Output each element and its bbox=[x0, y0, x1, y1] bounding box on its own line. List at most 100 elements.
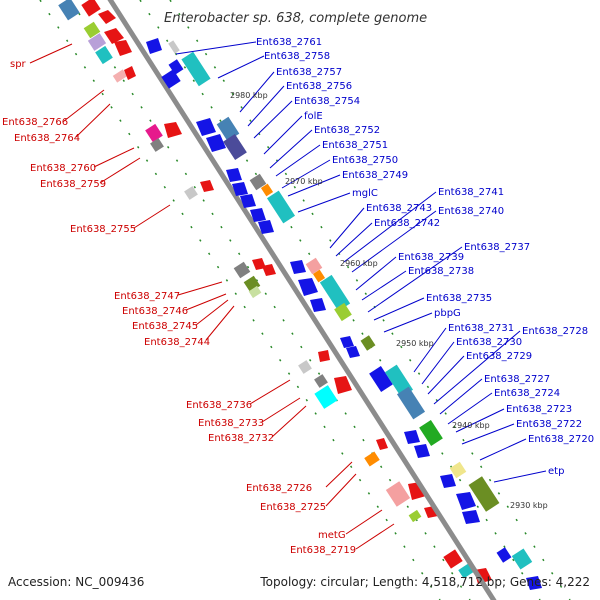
gene-label-ent638-2744[interactable]: Ent638_2744 bbox=[144, 337, 210, 348]
gene-label-ent638-2741[interactable]: Ent638_2741 bbox=[438, 187, 504, 198]
gene-label-ent638-2751[interactable]: Ent638_2751 bbox=[322, 140, 388, 151]
gene-label-ent638-2727[interactable]: Ent638_2727 bbox=[484, 374, 550, 385]
gene-label-ent638-2724[interactable]: Ent638_2724 bbox=[494, 388, 560, 399]
gene-label-ent638-2723[interactable]: Ent638_2723 bbox=[506, 404, 572, 415]
gene-feature bbox=[200, 180, 214, 192]
gene-feature bbox=[168, 59, 184, 75]
gene-label-ent638-2758[interactable]: Ent638_2758 bbox=[264, 51, 330, 62]
gene-label-ent638-2730[interactable]: Ent638_2730 bbox=[456, 337, 522, 348]
connector-line bbox=[343, 191, 437, 263]
gene-label-ent638-2728[interactable]: Ent638_2728 bbox=[522, 326, 588, 337]
gene-label-ent638-2755[interactable]: Ent638_2755 bbox=[70, 224, 136, 235]
kbp-label: 2940 kbp bbox=[452, 421, 490, 430]
gene-label-ent638-2739[interactable]: Ent638_2739 bbox=[398, 252, 464, 263]
gene-feature bbox=[145, 123, 163, 143]
gene-feature bbox=[419, 419, 443, 447]
gene-feature bbox=[58, 0, 80, 21]
gene-label-ent638-2760[interactable]: Ent638_2760 bbox=[30, 163, 96, 174]
accession-text: Accession: NC_009436 bbox=[8, 575, 144, 589]
gene-label-pbpg[interactable]: pbpG bbox=[434, 308, 461, 319]
gene-label-fole[interactable]: folE bbox=[304, 111, 323, 122]
gene-feature bbox=[468, 476, 500, 512]
gene-feature bbox=[376, 438, 388, 450]
gene-label-ent638-2747[interactable]: Ent638_2747 bbox=[114, 291, 180, 302]
gene-label-etp[interactable]: etp bbox=[548, 466, 564, 477]
gene-label-ent638-2722[interactable]: Ent638_2722 bbox=[516, 419, 582, 430]
gene-label-ent638-2725[interactable]: Ent638_2725 bbox=[260, 502, 326, 513]
gene-label-ent638-2752[interactable]: Ent638_2752 bbox=[314, 125, 380, 136]
kbp-markers: 2980 kbp 2970 kbp 2960 kbp 2950 kbp 2940… bbox=[230, 91, 548, 510]
gene-feature bbox=[449, 461, 467, 479]
gene-label-ent638-2733[interactable]: Ent638_2733 bbox=[198, 418, 264, 429]
figure-title: Enterobacter sp. 638, complete genome bbox=[164, 11, 427, 26]
connector-line bbox=[367, 246, 463, 313]
gene-label-ent638-2719[interactable]: Ent638_2719 bbox=[290, 545, 356, 556]
connector-line bbox=[205, 305, 235, 341]
gene-label-ent638-2731[interactable]: Ent638_2731 bbox=[448, 323, 514, 334]
connector-line bbox=[329, 207, 365, 249]
gene-feature bbox=[184, 186, 198, 200]
gene-label-ent638-2756[interactable]: Ent638_2756 bbox=[286, 81, 352, 92]
gene-label-ent638-2738[interactable]: Ent638_2738 bbox=[408, 266, 474, 277]
gene-feature bbox=[396, 386, 426, 420]
gene-label-ent638-2740[interactable]: Ent638_2740 bbox=[438, 206, 504, 217]
connector-line bbox=[455, 408, 505, 433]
connector-line bbox=[351, 210, 437, 273]
gene-label-ent638-2726[interactable]: Ent638_2726 bbox=[246, 483, 312, 494]
gene-feature bbox=[305, 257, 323, 275]
gene-label-ent638-2764[interactable]: Ent638_2764 bbox=[14, 133, 80, 144]
gene-feature bbox=[196, 118, 216, 136]
gene-label-ent638-2749[interactable]: Ent638_2749 bbox=[342, 170, 408, 181]
gene-feature bbox=[369, 365, 393, 393]
gene-label-ent638-2757[interactable]: Ent638_2757 bbox=[276, 67, 342, 78]
connector-line bbox=[493, 470, 547, 483]
gene-label-ent638-2729[interactable]: Ent638_2729 bbox=[466, 351, 532, 362]
genome-summary-text: Topology: circular; Length: 4,518,712 bp… bbox=[259, 575, 590, 589]
gene-label-ent638-2761[interactable]: Ent638_2761 bbox=[256, 37, 322, 48]
gene-label-ent638-2742[interactable]: Ent638_2742 bbox=[374, 218, 440, 229]
gene-label-spr[interactable]: spr bbox=[10, 59, 27, 70]
gene-label-ent638-2746[interactable]: Ent638_2746 bbox=[122, 306, 188, 317]
gene-feature bbox=[95, 45, 113, 65]
gene-feature bbox=[314, 385, 338, 409]
gene-feature bbox=[334, 376, 352, 394]
connector-line bbox=[185, 293, 227, 311]
connector-line bbox=[29, 43, 73, 64]
connector-line bbox=[325, 461, 353, 488]
gene-feature bbox=[346, 346, 360, 358]
connector-line bbox=[99, 157, 141, 184]
kbp-label: 2950 kbp bbox=[396, 339, 434, 348]
connector-line bbox=[427, 355, 465, 395]
gene-label-ent638-2750[interactable]: Ent638_2750 bbox=[332, 155, 398, 166]
connector-line bbox=[335, 222, 373, 257]
connector-line bbox=[297, 192, 351, 213]
gene-label-ent638-2743[interactable]: Ent638_2743 bbox=[366, 203, 432, 214]
gene-label-ent638-2736[interactable]: Ent638_2736 bbox=[186, 400, 252, 411]
gene-label-ent638-2759[interactable]: Ent638_2759 bbox=[40, 179, 106, 190]
gene-feature bbox=[146, 38, 162, 54]
gene-label-ent638-2766[interactable]: Ent638_2766 bbox=[2, 117, 68, 128]
gene-feature bbox=[414, 444, 430, 458]
gene-label-ent638-2735[interactable]: Ent638_2735 bbox=[426, 293, 492, 304]
connector-line bbox=[373, 297, 425, 321]
connector-line bbox=[177, 281, 223, 296]
gene-feature bbox=[114, 40, 132, 56]
gene-label-ent638-2745[interactable]: Ent638_2745 bbox=[132, 321, 198, 332]
gene-feature bbox=[249, 173, 267, 191]
connector-line bbox=[345, 509, 383, 535]
gene-label-ent638-2754[interactable]: Ent638_2754 bbox=[294, 96, 360, 107]
gene-label-metg[interactable]: metG bbox=[318, 530, 346, 541]
connector-line bbox=[63, 89, 105, 122]
gene-feature bbox=[298, 278, 318, 296]
connector-line bbox=[439, 378, 483, 415]
gene-label-mglc[interactable]: mglC bbox=[352, 188, 378, 199]
connector-line bbox=[271, 405, 307, 438]
gene-feature bbox=[310, 298, 326, 312]
gene-label-ent638-2720[interactable]: Ent638_2720 bbox=[528, 434, 594, 445]
gene-label-ent638-2732[interactable]: Ent638_2732 bbox=[208, 433, 274, 444]
gene-feature bbox=[83, 21, 101, 39]
gene-feature bbox=[260, 183, 274, 197]
gene-label-ent638-2737[interactable]: Ent638_2737 bbox=[464, 242, 530, 253]
connector-line bbox=[325, 473, 357, 507]
genome-backbone bbox=[107, 0, 497, 600]
